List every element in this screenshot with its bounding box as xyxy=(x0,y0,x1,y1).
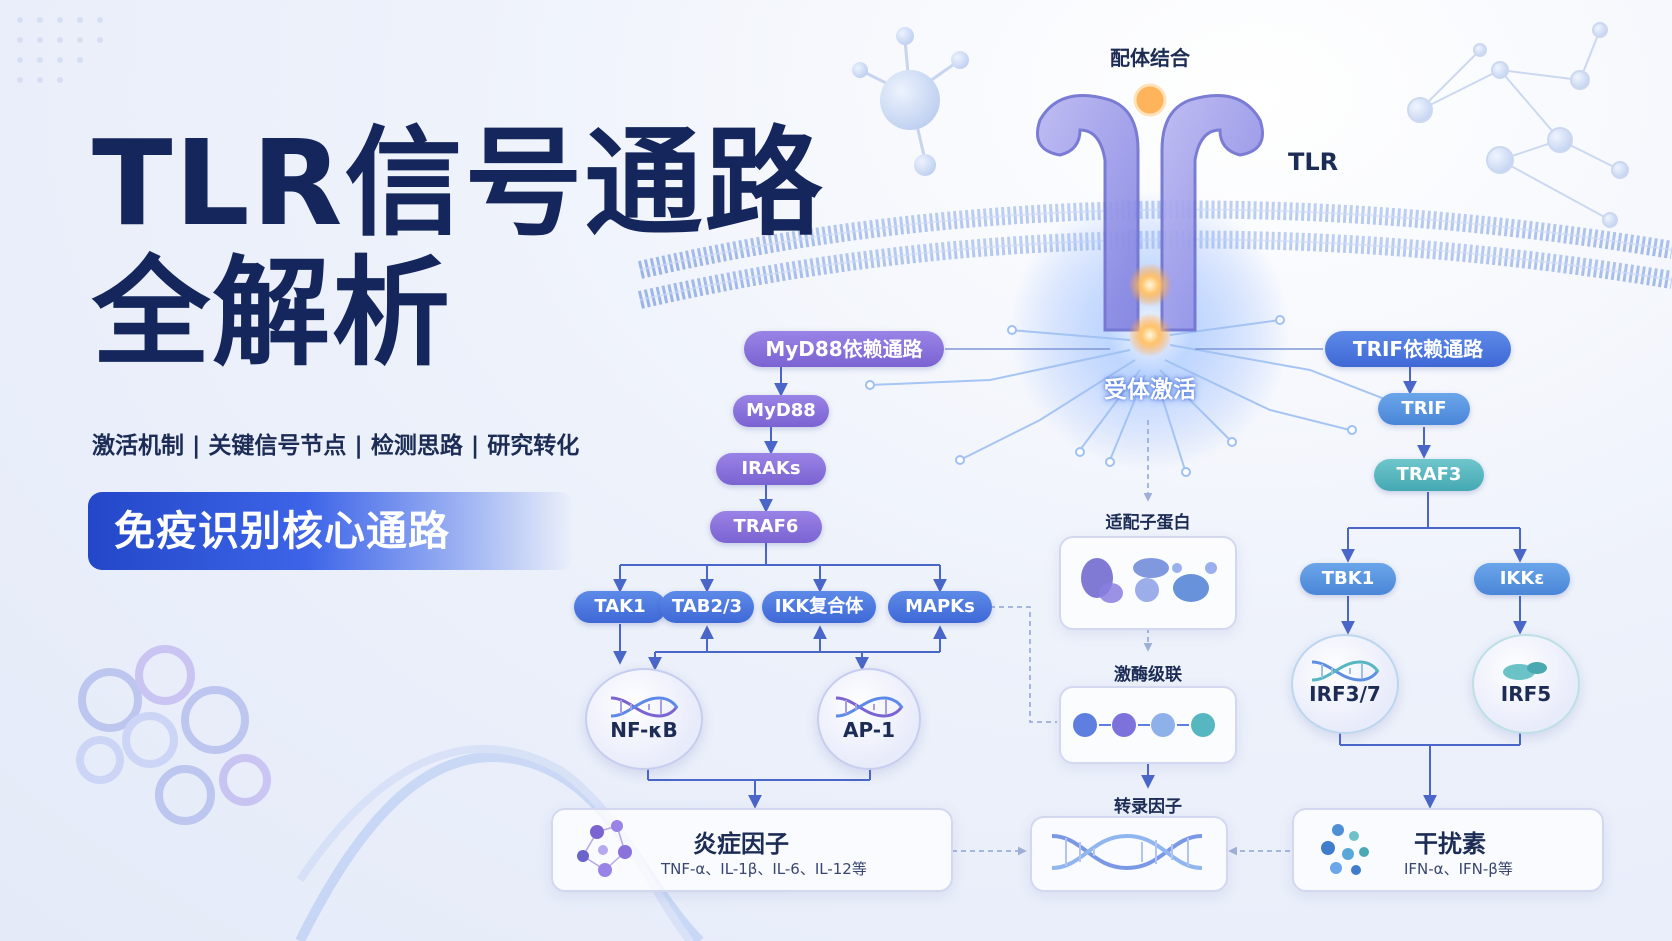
core-pathway-banner: 免疫识别核心通路 xyxy=(88,492,574,570)
dna-icon xyxy=(1051,833,1203,871)
interferon-cluster-icon xyxy=(1321,824,1369,875)
tlr-receptor xyxy=(1036,83,1264,357)
factor-irf3-7[interactable]: IRF3/7 xyxy=(1291,634,1399,734)
node-myd88[interactable]: MyD88 xyxy=(733,395,829,427)
factor-nf-kb[interactable]: NF-κB xyxy=(585,668,703,770)
interferon-detail: IFN-α、IFN-β等 xyxy=(1404,860,1513,878)
myd88-pathway-header[interactable]: MyD88依赖通路 xyxy=(744,331,944,367)
dna-icon xyxy=(835,696,904,718)
node-traf6[interactable]: TRAF6 xyxy=(710,511,822,543)
cascade-icon xyxy=(1073,713,1215,737)
myd88-arrows xyxy=(613,366,947,809)
node-tak1[interactable]: TAK1 xyxy=(574,591,666,623)
dna-icon xyxy=(610,696,679,718)
kinase-cascade-box[interactable] xyxy=(1059,686,1237,764)
inflammatory-cytokines-title: 炎症因子 xyxy=(693,830,789,858)
inflammatory-cytokines-box[interactable]: 炎症因子 TNF-α、IL-1β、IL-6、IL-12等 xyxy=(551,808,953,892)
protein-blob-icon xyxy=(1081,558,1217,603)
interferon-title: 干扰素 xyxy=(1414,830,1486,858)
trif-pathway-header[interactable]: TRIF依赖通路 xyxy=(1325,331,1511,367)
decorative-network-right xyxy=(1407,22,1629,228)
page-title: TLR信号通路 全解析 xyxy=(92,118,825,378)
cytokine-cluster-icon xyxy=(577,820,632,877)
decorative-protein-cluster xyxy=(76,645,271,825)
node-tab2-3[interactable]: TAB2/3 xyxy=(660,591,754,623)
interferon-box[interactable]: 干扰素 IFN-α、IFN-β等 xyxy=(1292,808,1604,892)
ap-1-label: AP-1 xyxy=(842,718,895,742)
center-arrows xyxy=(952,420,1290,856)
inflammatory-cytokines-detail: TNF-α、IL-1β、IL-6、IL-12等 xyxy=(661,860,867,878)
node-mapks[interactable]: MAPKs xyxy=(888,591,992,623)
decorative-dot-grid xyxy=(17,17,103,83)
nf-kb-label: NF-κB xyxy=(610,718,678,742)
transcription-factor-box[interactable] xyxy=(1030,816,1228,892)
irf3-7-label: IRF3/7 xyxy=(1309,682,1381,706)
factor-ap-1[interactable]: AP-1 xyxy=(817,668,921,770)
title-line-2: 全解析 xyxy=(92,244,453,382)
factor-irf5[interactable]: IRF5 xyxy=(1472,634,1580,734)
node-ikk-epsilon[interactable]: IKKε xyxy=(1474,563,1570,595)
ligand-binding-label: 配体结合 xyxy=(1110,46,1190,70)
adaptor-protein-box[interactable] xyxy=(1059,536,1237,630)
node-ikk-complex[interactable]: IKK复合体 xyxy=(762,591,876,623)
node-trif[interactable]: TRIF xyxy=(1378,393,1470,425)
node-traf3[interactable]: TRAF3 xyxy=(1374,459,1484,491)
title-line-1: TLR信号通路 xyxy=(92,114,825,252)
irf5-label: IRF5 xyxy=(1500,682,1552,706)
dna-icon xyxy=(1311,660,1380,682)
subtitle: 激活机制 | 关键信号节点 | 检测思路 | 研究转化 xyxy=(92,433,580,459)
decorative-molecule-top xyxy=(852,27,969,176)
node-iraks[interactable]: IRAKs xyxy=(716,453,826,485)
tlr-label: TLR xyxy=(1288,148,1339,176)
node-tbk1[interactable]: TBK1 xyxy=(1300,563,1396,595)
protein-icon xyxy=(1503,662,1547,680)
receptor-activation-label: 受体激活 xyxy=(1104,377,1196,403)
adaptor-protein-label: 适配子蛋白 xyxy=(1105,513,1191,533)
transcription-factor-label: 转录因子 xyxy=(1114,797,1182,817)
kinase-cascade-label: 激酶级联 xyxy=(1114,665,1182,685)
